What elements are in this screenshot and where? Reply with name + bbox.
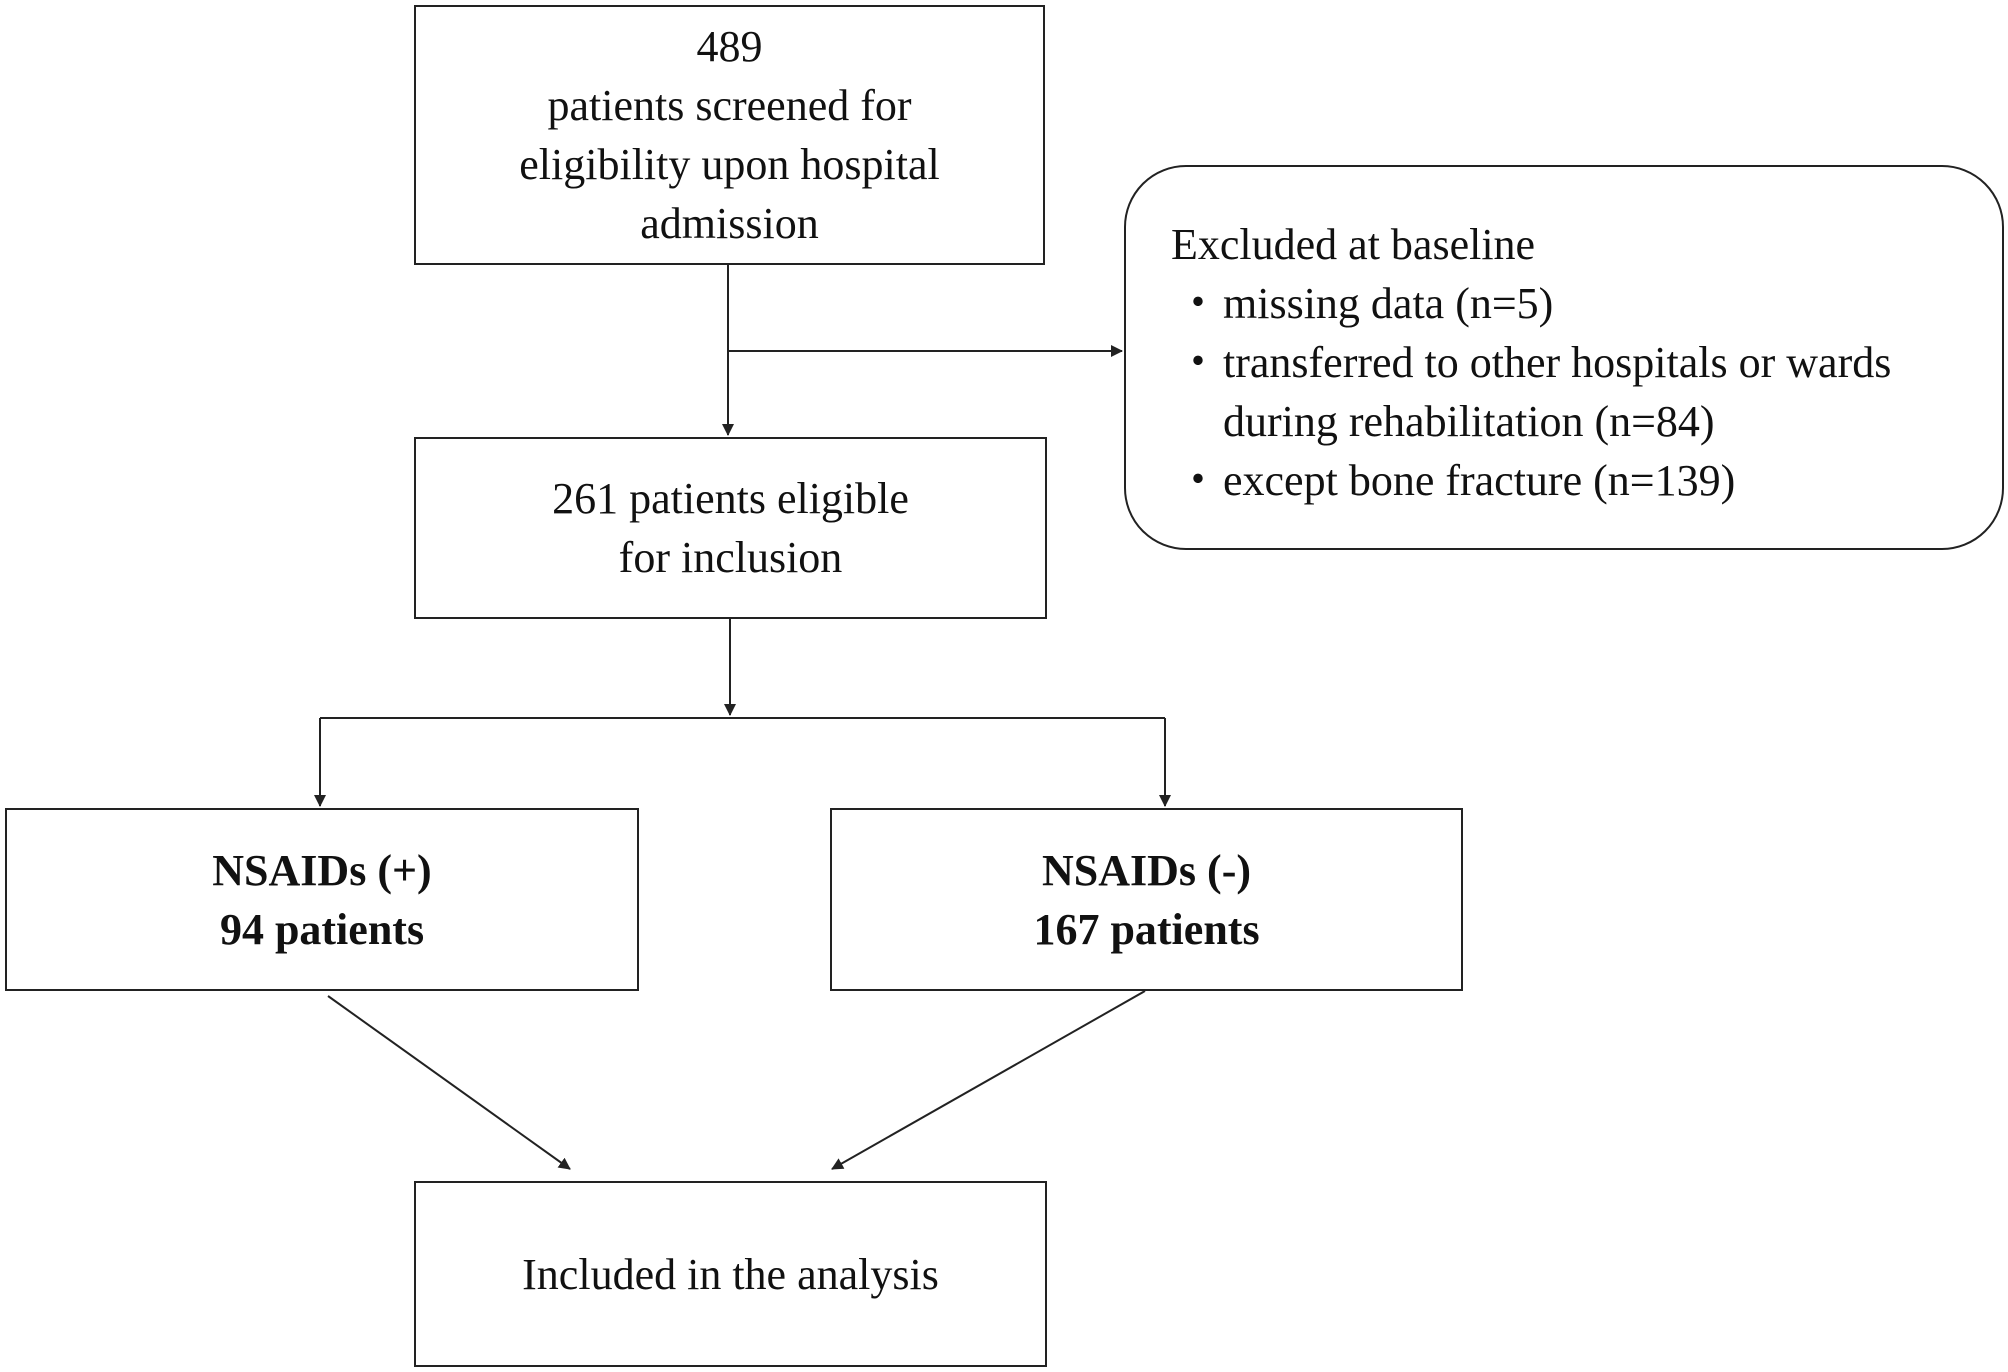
nsaid-negative-label: NSAIDs (-) xyxy=(1042,845,1251,895)
screened-box: 489 patients screened for eligibility up… xyxy=(414,5,1045,265)
excluded-box: Excluded at baseline ・ missing data (n=5… xyxy=(1124,165,2004,550)
eligible-box: 261 patients eligible for inclusion xyxy=(414,437,1047,619)
eligible-line-1: 261 patients eligible xyxy=(552,474,909,523)
nsaid-negative-box: NSAIDs (-) 167 patients xyxy=(830,808,1463,991)
arrow-nsaid-neg-to-analysis xyxy=(831,990,1146,1170)
nsaid-positive-count: 94 patients xyxy=(219,904,425,954)
screened-line-3: admission xyxy=(640,199,819,248)
screened-count: 489 xyxy=(696,22,763,71)
screened-line-1: patients screened for xyxy=(547,81,912,130)
nsaid-positive-label: NSAIDs (+) xyxy=(212,845,432,895)
excluded-item-text: except bone fracture (n=139) xyxy=(1223,456,1736,505)
excluded-item-line-2: during rehabilitation (n=84) xyxy=(1223,397,1715,446)
excluded-item: ・ except bone fracture (n=139) xyxy=(1173,451,2002,510)
excluded-item: ・ missing data (n=5) xyxy=(1173,274,2002,333)
arrow-nsaid-pos-to-analysis xyxy=(327,995,571,1170)
excluded-item-line-1: transferred to other hospitals or wards xyxy=(1223,338,1892,387)
excluded-title: Excluded at baseline xyxy=(1171,220,1536,269)
excluded-item-text: transferred to other hospitals or wards … xyxy=(1223,333,2002,451)
eligible-line-2: for inclusion xyxy=(618,533,843,582)
analysis-box: Included in the analysis xyxy=(414,1181,1047,1367)
nsaid-negative-count: 167 patients xyxy=(1033,904,1260,954)
analysis-label: Included in the analysis xyxy=(522,1249,939,1299)
bullet-glyph: ・ xyxy=(1176,456,1220,505)
screened-line-2: eligibility upon hospital xyxy=(519,140,940,189)
bullet-glyph: ・ xyxy=(1176,338,1220,387)
excluded-item: ・ transferred to other hospitals or ward… xyxy=(1173,333,2002,451)
nsaid-positive-box: NSAIDs (+) 94 patients xyxy=(5,808,639,991)
bullet-glyph: ・ xyxy=(1176,279,1220,328)
excluded-item-text: missing data (n=5) xyxy=(1223,279,1554,328)
